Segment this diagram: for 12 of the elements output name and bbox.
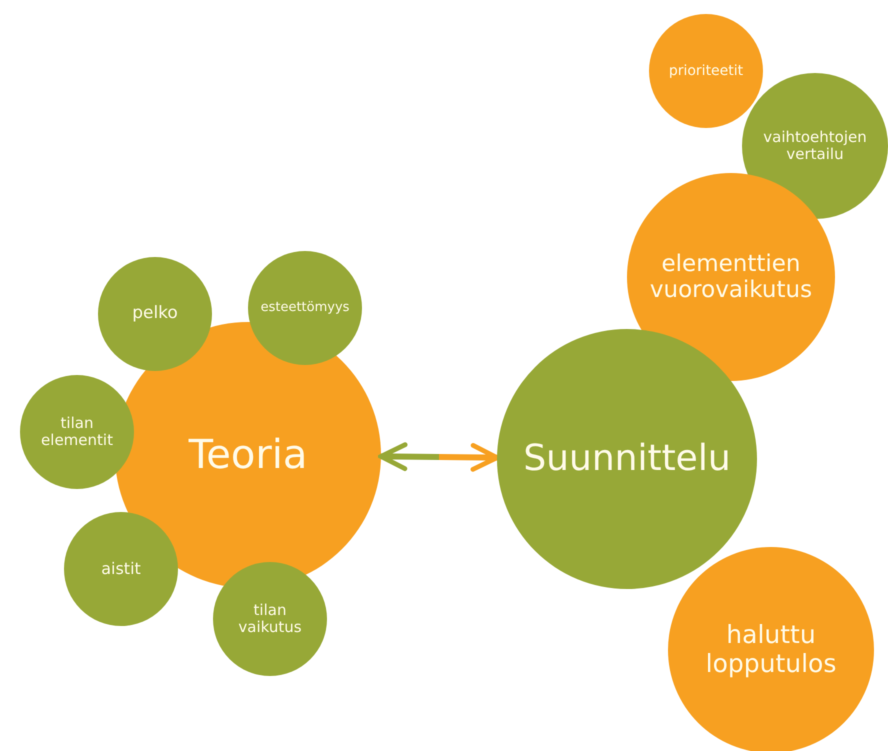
circle-label: aistit (101, 560, 141, 578)
circle-label: pelko (132, 304, 178, 324)
circle-label: elementtien vuorovaikutus (648, 250, 814, 304)
circle-label: prioriteetit (668, 62, 744, 80)
circle-label: Suunnittelu (523, 438, 731, 480)
circle-label: esteettömyys (260, 300, 350, 316)
double-arrow (378, 442, 500, 472)
circle-label: tilan vaikutus (237, 602, 303, 636)
circle-label: tilan elementit (40, 414, 114, 450)
circle-label: haluttu lopputulos (704, 621, 838, 679)
circle-label: Teoria (188, 432, 308, 478)
circle-label: vaihtoehtojen vertailu (762, 128, 868, 164)
